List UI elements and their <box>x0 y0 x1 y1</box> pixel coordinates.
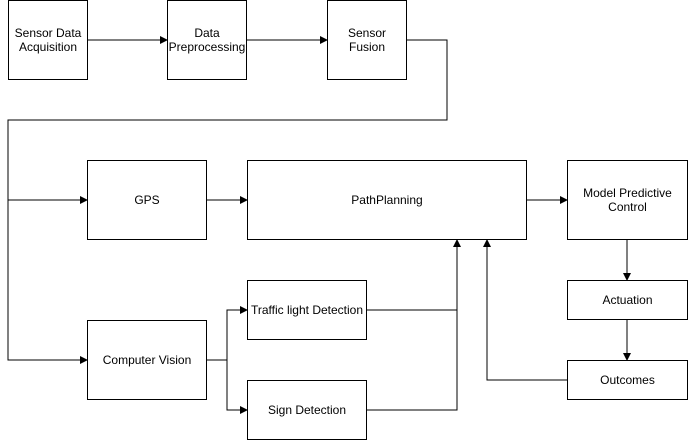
node-label: Outcomes <box>600 373 655 387</box>
node-label: PathPlanning <box>351 193 423 207</box>
node-label: Data Preprocessing <box>168 26 246 54</box>
arrow-sign-to-path-planning <box>367 310 458 411</box>
arrow-vision-to-sign <box>226 360 248 414</box>
node-label: Actuation <box>602 293 653 307</box>
node-sensor-data-acquisition: Sensor Data Acquisition <box>8 0 88 80</box>
node-actuation: Actuation <box>567 280 688 320</box>
node-model-predictive-control: Model Predictive Control <box>567 160 688 240</box>
node-label: GPS <box>134 193 160 207</box>
node-data-preprocessing: Data Preprocessing <box>167 0 247 80</box>
node-path-planning: PathPlanning <box>247 160 527 240</box>
arrow-traffic-light-to-path-planning <box>367 239 461 311</box>
node-label: Computer Vision <box>102 353 192 367</box>
arrow-fusion-to-gps <box>7 39 448 204</box>
node-outcomes: Outcomes <box>567 360 688 400</box>
node-computer-vision: Computer Vision <box>87 320 207 400</box>
node-label: Traffic light Detection <box>250 303 364 317</box>
arrow-outcomes-to-path-planning <box>483 239 567 381</box>
node-label: Model Predictive Control <box>583 186 672 214</box>
node-sensor-fusion: Sensor Fusion <box>327 0 407 80</box>
node-sign-detection: Sign Detection <box>247 380 367 440</box>
arrow-vision-to-traffic-light <box>207 306 248 361</box>
node-gps: GPS <box>87 160 207 240</box>
node-label: Sign Detection <box>267 403 347 417</box>
node-traffic-light-detection: Traffic light Detection <box>247 280 367 340</box>
arrow-fusion-to-computer-vision <box>7 200 88 364</box>
node-label: Sensor Fusion <box>347 26 387 54</box>
node-label: Sensor Data Acquisition <box>14 26 82 54</box>
